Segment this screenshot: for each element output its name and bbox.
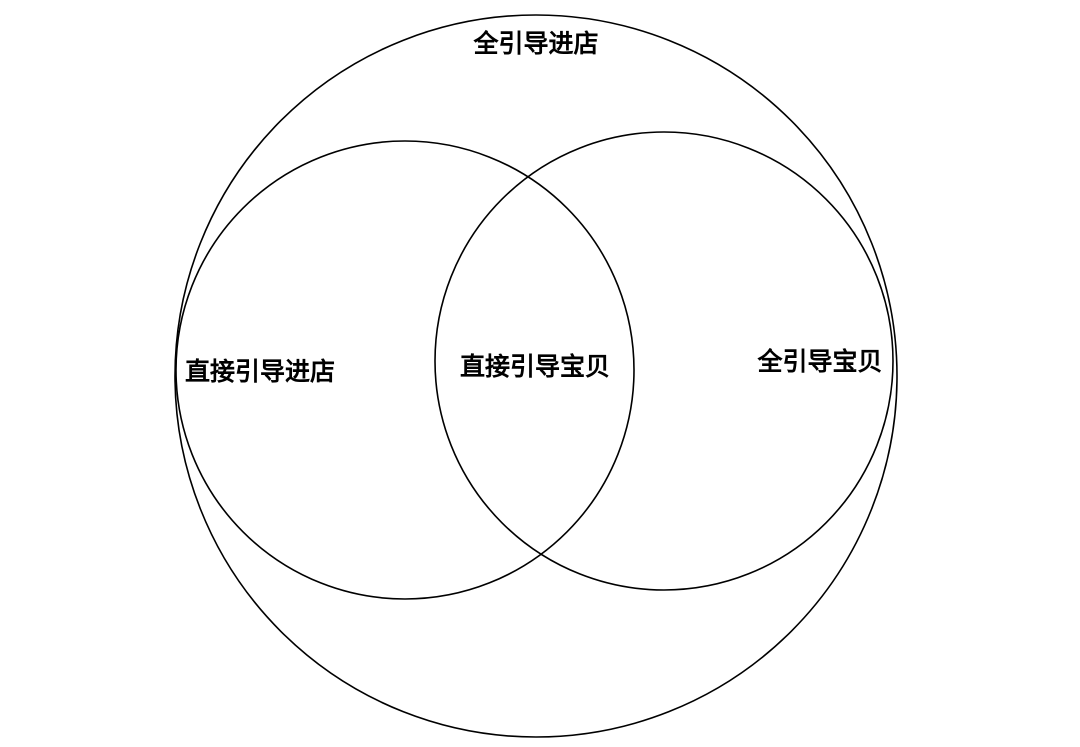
outer-set-circle [174, 14, 898, 738]
intersection-label: 直接引导宝贝 [460, 352, 610, 381]
left-set-circle [175, 140, 635, 600]
outer-set-label: 全引导进店 [472, 29, 598, 58]
left-set-label: 直接引导进店 [185, 357, 335, 386]
right-set-circle [434, 131, 894, 591]
right-set-label: 全引导宝贝 [756, 347, 882, 376]
